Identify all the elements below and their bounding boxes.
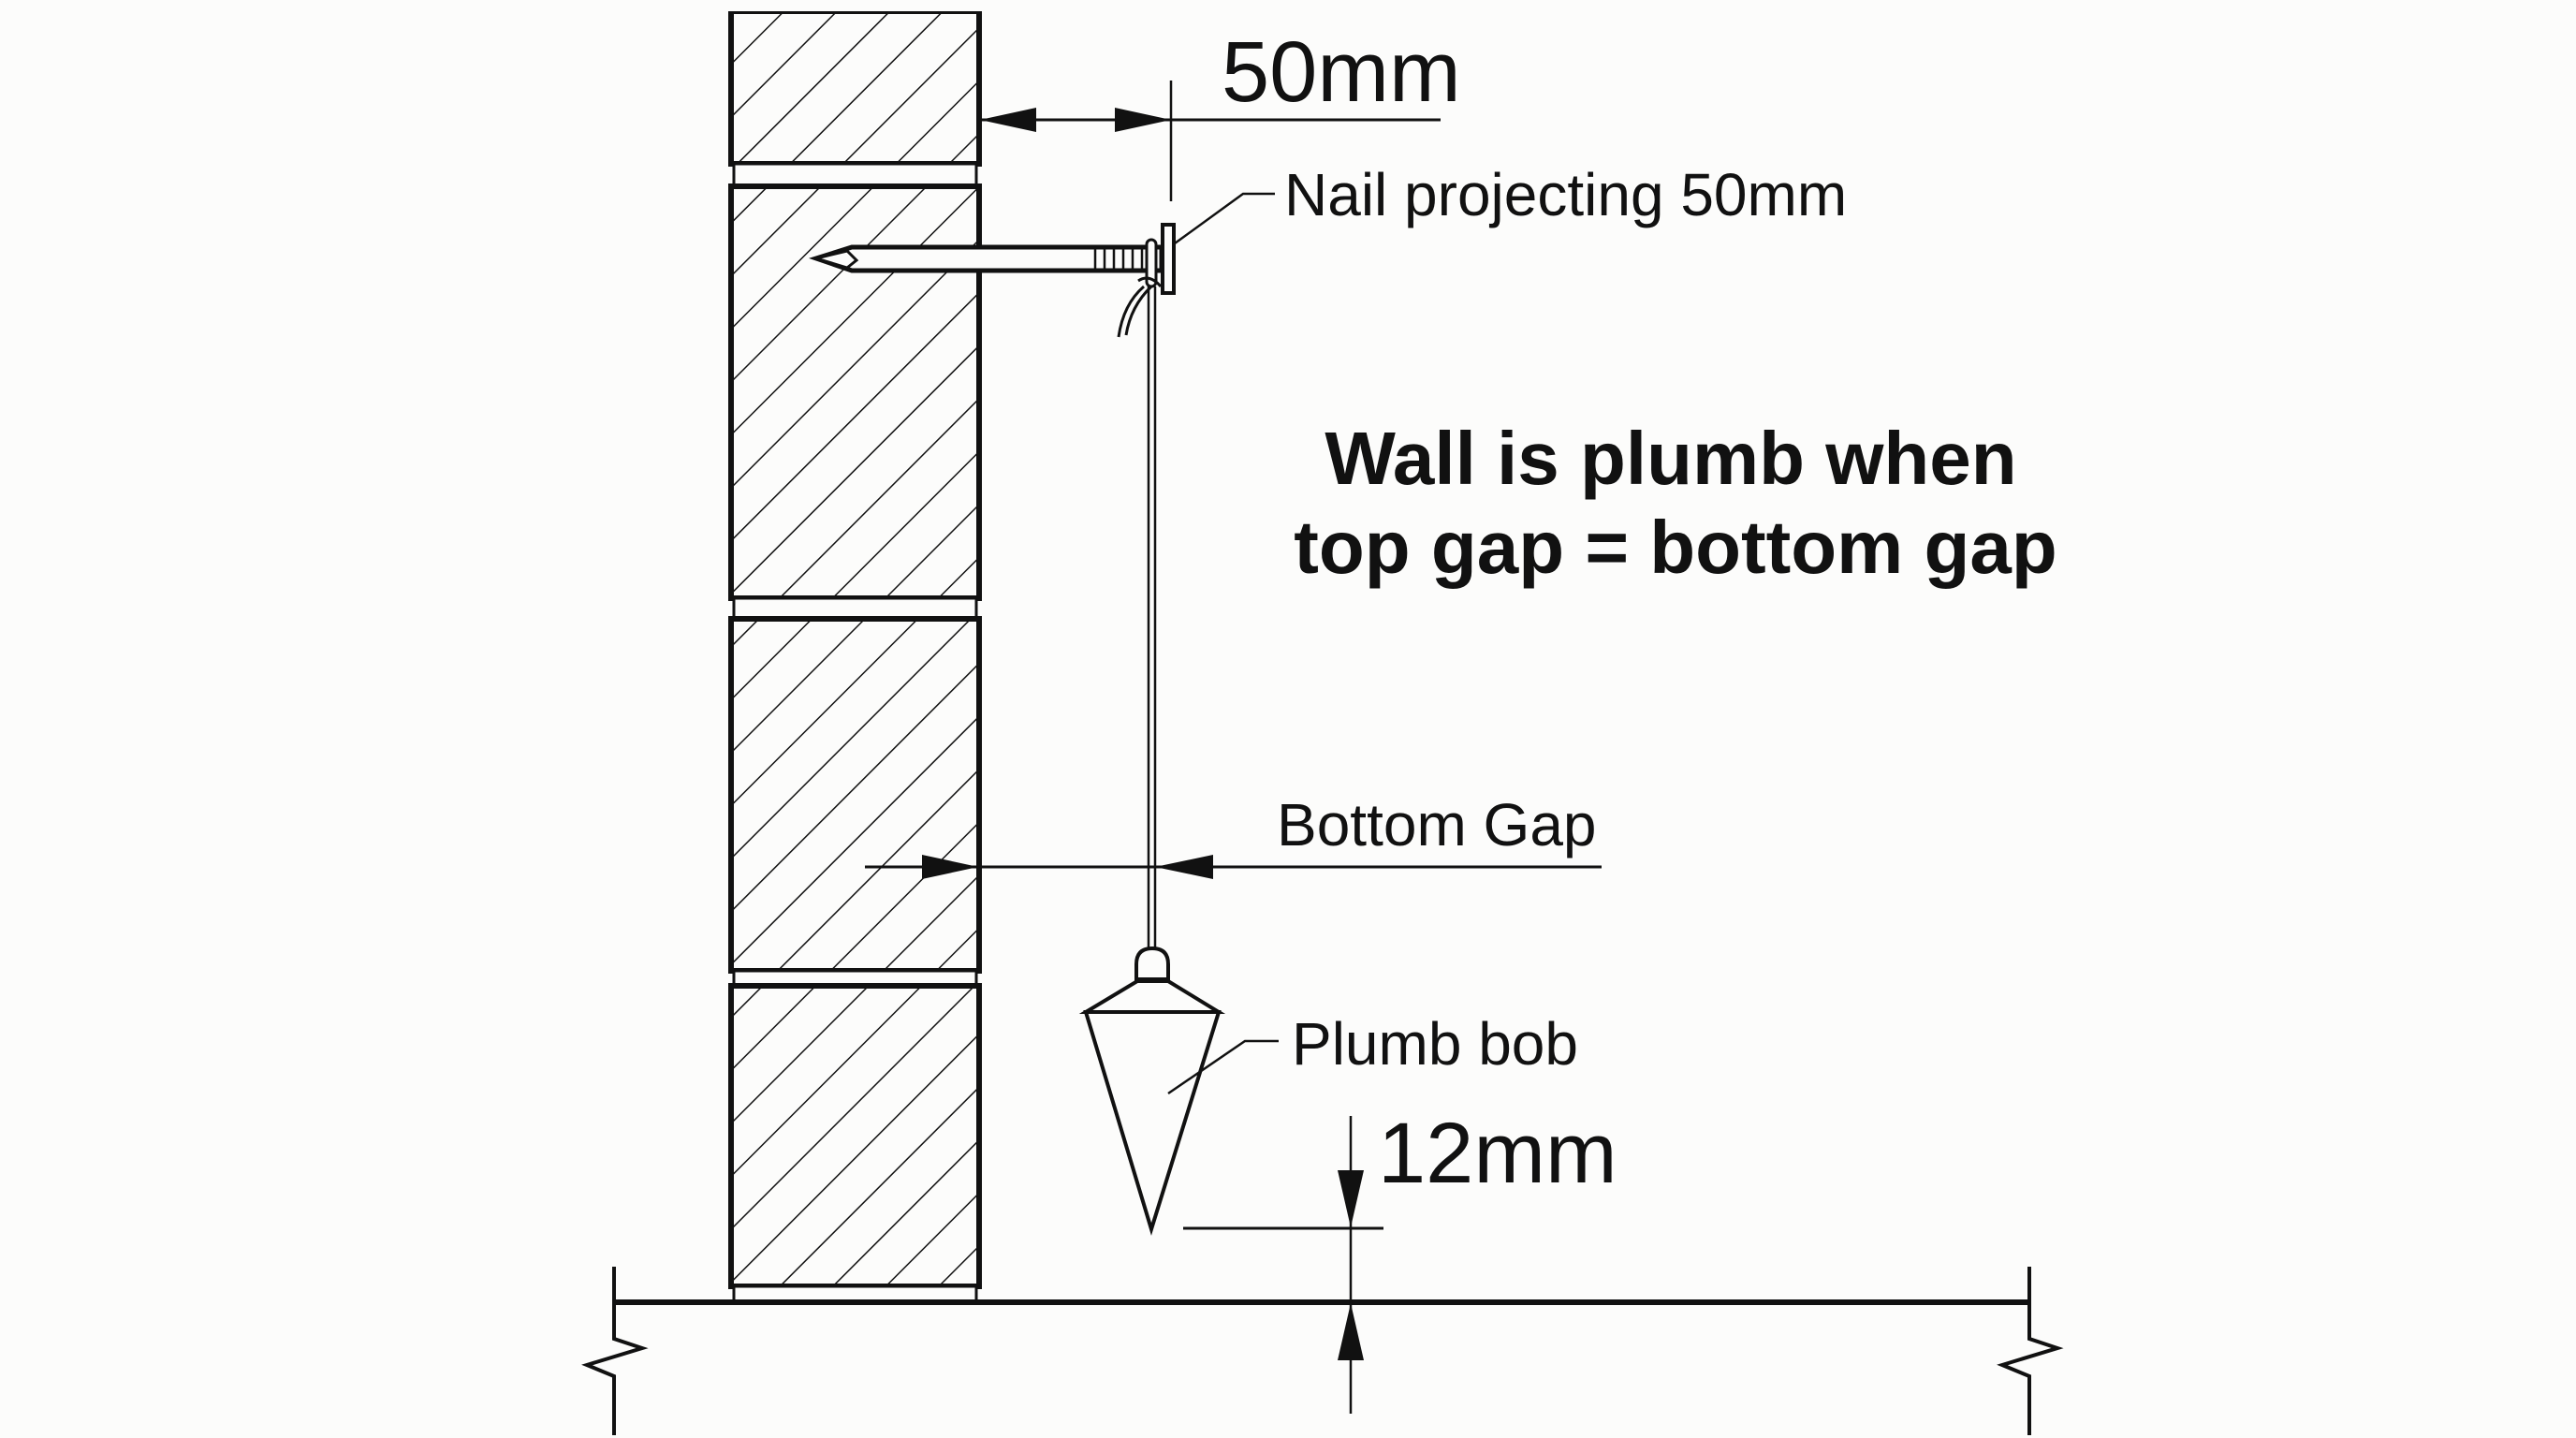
note-line-1: Wall is plumb when bbox=[1325, 417, 2016, 500]
nail: Nail projecting 50mm bbox=[808, 161, 1847, 295]
bob-shoulder bbox=[1078, 979, 1226, 1014]
nail-leader-line bbox=[1174, 192, 1275, 245]
bob-clearance-dimension: 12mm bbox=[1183, 1106, 1617, 1414]
nail-knurling bbox=[1093, 249, 1144, 269]
arrow-up-icon bbox=[1338, 1303, 1364, 1360]
ground-line bbox=[581, 1267, 2064, 1435]
brick-wall bbox=[725, 0, 988, 1304]
brick-course-4 bbox=[728, 983, 982, 1289]
arrow-left-icon bbox=[1155, 855, 1213, 879]
bob-leader-line bbox=[1167, 1039, 1279, 1095]
plumb-string bbox=[1117, 238, 1163, 950]
arrow-left-icon bbox=[980, 108, 1036, 132]
arrow-right-icon bbox=[922, 855, 978, 879]
plumb-rule-note: Wall is plumb when top gap = bottom gap bbox=[1294, 417, 2056, 589]
bottom-gap-label: Bottom Gap bbox=[1277, 791, 1597, 858]
nail-head bbox=[1161, 223, 1176, 295]
bob-loop bbox=[1134, 946, 1170, 981]
plumb-bob-label: Plumb bob bbox=[1292, 1010, 1578, 1078]
brick-course-3 bbox=[728, 616, 982, 974]
mortar-joint-2 bbox=[732, 596, 978, 621]
top-gap-dimension: 50mm bbox=[980, 24, 1461, 201]
clearance-label: 12mm bbox=[1378, 1106, 1617, 1201]
plumb-bob: Plumb bob bbox=[1078, 946, 1578, 1236]
mortar-joint-1 bbox=[732, 162, 978, 188]
nail-label: Nail projecting 50mm bbox=[1284, 161, 1847, 228]
top-dimension-label: 50mm bbox=[1222, 24, 1461, 120]
arrow-right-icon bbox=[1115, 108, 1171, 132]
bob-cone bbox=[1083, 1010, 1222, 1236]
brick-course-1 bbox=[728, 8, 982, 167]
break-mark-right bbox=[1997, 1267, 2064, 1435]
arrow-down-icon bbox=[1338, 1170, 1364, 1227]
bottom-gap-dimension: Bottom Gap bbox=[865, 791, 1602, 879]
note-line-2: top gap = bottom gap bbox=[1294, 506, 2056, 589]
break-mark-left bbox=[581, 1267, 649, 1435]
